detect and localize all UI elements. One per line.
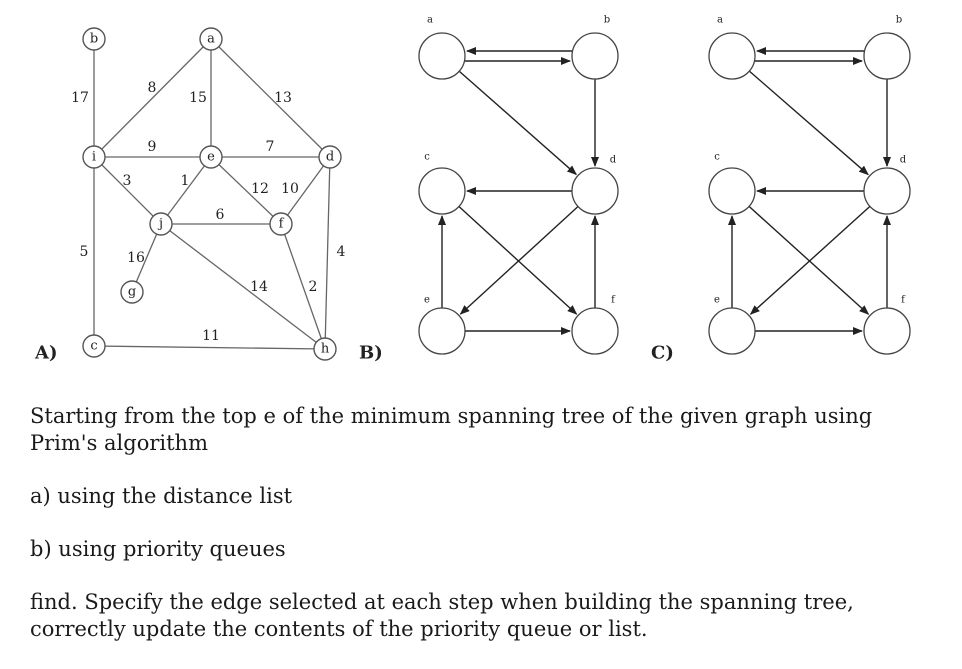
edge-weight-a-e: 15 bbox=[189, 90, 207, 106]
node-label-c: c bbox=[714, 152, 720, 163]
arc-a-to-d bbox=[458, 70, 578, 176]
node-label-f: f bbox=[611, 295, 616, 306]
panel-a-label: A) bbox=[34, 343, 57, 364]
panel-b-label: B) bbox=[359, 343, 383, 364]
edge-a-d bbox=[210, 38, 331, 158]
question-text: Starting from the top e of the minimum s… bbox=[30, 403, 940, 669]
node-label-a: a bbox=[717, 15, 723, 26]
panel-a-graph: 17 8 15 13 9 7 3 1 12 10 6 5 16 4 14 2 11 b a i e d j f g c h bbox=[71, 27, 346, 361]
node-label-a: a bbox=[207, 32, 215, 47]
edge-weight-i-c: 5 bbox=[80, 244, 89, 260]
node-label-e: e bbox=[424, 295, 430, 306]
node-label-a: a bbox=[427, 15, 433, 26]
arc-a-to-d bbox=[748, 70, 869, 176]
edge-weight-e-j: 1 bbox=[181, 173, 190, 189]
node-label-b: b bbox=[896, 15, 902, 26]
node-e bbox=[418, 307, 466, 355]
panel-c-label: C) bbox=[651, 343, 674, 364]
node-label-f: f bbox=[279, 217, 285, 232]
node-b bbox=[571, 32, 619, 80]
question-intro: Starting from the top e of the minimum s… bbox=[30, 404, 873, 455]
edge-weight-e-d: 7 bbox=[266, 139, 275, 155]
node-label-j: j bbox=[157, 217, 163, 232]
edge-a-i bbox=[93, 38, 212, 158]
edge-f-h bbox=[280, 223, 326, 350]
panel-b-digraph: a b c d e f bbox=[418, 15, 619, 355]
edge-d-h bbox=[324, 156, 331, 350]
node-label-i: i bbox=[92, 150, 96, 165]
node-e bbox=[199, 145, 223, 169]
node-a bbox=[708, 32, 756, 80]
node-label-d: d bbox=[900, 155, 907, 166]
question-part-b: b) using priority queues bbox=[30, 537, 286, 561]
edge-weight-j-f: 6 bbox=[216, 207, 225, 223]
node-label-g: g bbox=[128, 285, 136, 300]
node-b bbox=[863, 32, 911, 80]
node-j bbox=[149, 212, 173, 236]
node-d bbox=[571, 167, 619, 215]
edge-weight-a-i: 8 bbox=[148, 80, 157, 96]
edge-i-j bbox=[93, 156, 162, 225]
arc-d-to-e bbox=[749, 205, 871, 315]
node-b bbox=[82, 27, 106, 51]
node-e bbox=[708, 307, 756, 355]
node-label-b: b bbox=[90, 32, 98, 47]
edge-c-h bbox=[93, 345, 326, 350]
panel-c-digraph: a b c d e f bbox=[708, 15, 911, 355]
node-label-h: h bbox=[321, 342, 330, 357]
node-label-c: c bbox=[90, 339, 97, 354]
node-label-c: c bbox=[424, 152, 430, 163]
edge-weight-d-h: 4 bbox=[337, 244, 346, 260]
edge-weight-j-h: 14 bbox=[250, 279, 268, 295]
node-f bbox=[269, 212, 293, 236]
node-label-e: e bbox=[207, 150, 215, 165]
node-a bbox=[418, 32, 466, 80]
node-c bbox=[82, 334, 106, 358]
node-c bbox=[708, 167, 756, 215]
question-closing: find. Specify the edge selected at each … bbox=[30, 590, 854, 641]
edge-e-j bbox=[160, 156, 212, 225]
edge-d-f bbox=[280, 156, 331, 225]
node-i bbox=[82, 145, 106, 169]
edge-e-f bbox=[210, 156, 282, 225]
edge-weight-i-e: 9 bbox=[148, 139, 157, 155]
arc-c-to-f bbox=[748, 205, 870, 315]
edge-j-h bbox=[160, 223, 326, 350]
arc-d-to-e bbox=[459, 206, 579, 315]
node-d bbox=[318, 145, 342, 169]
edge-weight-j-g: 16 bbox=[127, 250, 145, 266]
question-part-a: a) using the distance list bbox=[30, 484, 293, 508]
edge-weight-e-f: 12 bbox=[251, 181, 269, 197]
node-label-b: b bbox=[604, 15, 610, 26]
edge-weight-d-f: 10 bbox=[281, 181, 299, 197]
node-h bbox=[313, 337, 337, 361]
node-label-e: e bbox=[714, 295, 720, 306]
edge-weight-f-h: 2 bbox=[309, 279, 318, 295]
edge-j-g bbox=[131, 223, 162, 293]
graph-figure: 17 8 15 13 9 7 3 1 12 10 6 5 16 4 14 2 11 b a i e d j f g c h a b c… bbox=[34, 15, 911, 364]
edge-weight-a-d: 13 bbox=[274, 90, 292, 106]
node-label-d: d bbox=[326, 150, 334, 165]
node-f bbox=[571, 307, 619, 355]
arc-c-to-f bbox=[458, 206, 578, 315]
node-c bbox=[418, 167, 466, 215]
node-label-f: f bbox=[901, 295, 906, 306]
node-g bbox=[120, 280, 144, 304]
node-a bbox=[199, 27, 223, 51]
node-d bbox=[863, 167, 911, 215]
node-f bbox=[863, 307, 911, 355]
edge-weight-b-i: 17 bbox=[71, 90, 89, 106]
node-label-d: d bbox=[610, 155, 617, 166]
edge-weight-i-j: 3 bbox=[123, 173, 132, 189]
edge-weight-c-h: 11 bbox=[202, 328, 220, 344]
